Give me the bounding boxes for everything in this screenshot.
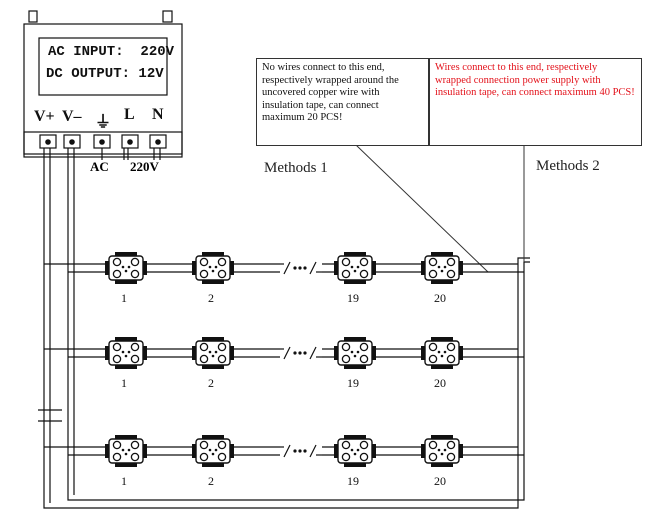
input-voltage-label: 220V xyxy=(130,159,159,174)
led-chip xyxy=(199,257,209,267)
led-chip xyxy=(112,440,122,450)
led-chip xyxy=(112,257,122,267)
row-3: 1 2 19 20 xyxy=(44,435,524,488)
led-module: 20 xyxy=(421,252,463,305)
led-chip xyxy=(130,354,140,364)
led-module: 19 xyxy=(334,252,376,305)
led-chip xyxy=(217,452,227,462)
led-chip xyxy=(217,440,227,450)
power-supply xyxy=(23,10,183,160)
terminal-ground: ⏚ xyxy=(95,114,112,131)
led-chip xyxy=(359,452,369,462)
method2-label: Methods 2 xyxy=(536,158,600,174)
led-chip xyxy=(428,257,438,267)
terminal-screws xyxy=(39,134,167,149)
led-chip xyxy=(199,342,209,352)
leader-lines xyxy=(355,144,525,273)
led-chip xyxy=(112,342,122,352)
led-chip xyxy=(199,440,209,450)
mount-tab-left xyxy=(28,10,38,23)
led-module: 2 xyxy=(192,337,234,390)
led-chip xyxy=(428,452,438,462)
led-chip xyxy=(341,257,351,267)
terminal-l: L xyxy=(124,106,135,123)
led-chip xyxy=(217,269,227,279)
led-chip xyxy=(341,342,351,352)
led-chip xyxy=(446,440,456,450)
led-chip xyxy=(341,269,351,279)
led-chip xyxy=(341,452,351,462)
led-chip xyxy=(130,342,140,352)
module-number: 19 xyxy=(347,291,359,305)
psu-input-label: AC INPUT: 220V xyxy=(48,44,175,60)
led-module: 2 xyxy=(192,252,234,305)
row-1: 1 2 19 20 xyxy=(44,252,524,305)
led-chip xyxy=(217,342,227,352)
led-chip xyxy=(341,354,351,364)
led-chip xyxy=(217,354,227,364)
led-chip xyxy=(446,342,456,352)
led-chip xyxy=(199,354,209,364)
led-chip xyxy=(130,452,140,462)
wire-break xyxy=(280,261,322,275)
module-number: 19 xyxy=(347,376,359,390)
led-module: 1 xyxy=(105,337,147,390)
led-chip xyxy=(446,257,456,267)
led-chip xyxy=(341,440,351,450)
module-number: 2 xyxy=(208,376,214,390)
module-number: 20 xyxy=(434,291,446,305)
module-number: 2 xyxy=(208,291,214,305)
ac-label: AC xyxy=(90,159,109,174)
module-number: 20 xyxy=(434,474,446,488)
led-chip xyxy=(199,269,209,279)
led-chip xyxy=(446,452,456,462)
led-chip xyxy=(359,257,369,267)
led-chip xyxy=(446,354,456,364)
dc-wires xyxy=(38,148,530,509)
led-chip xyxy=(359,440,369,450)
led-chip xyxy=(428,354,438,364)
method1-note: No wires connect to this end, respective… xyxy=(256,58,429,146)
module-number: 2 xyxy=(208,474,214,488)
led-chip xyxy=(359,269,369,279)
psu-output-label: DC OUTPUT: 12V xyxy=(46,66,164,82)
terminal-v-minus: V– xyxy=(62,108,82,125)
wire-break xyxy=(280,444,322,458)
led-chip xyxy=(428,269,438,279)
module-number: 19 xyxy=(347,474,359,488)
led-module: 20 xyxy=(421,435,463,488)
module-number: 1 xyxy=(121,291,127,305)
led-chip xyxy=(359,342,369,352)
led-chip xyxy=(428,342,438,352)
led-chip xyxy=(112,452,122,462)
led-chip xyxy=(217,257,227,267)
terminal-n: N xyxy=(152,106,164,123)
module-number: 1 xyxy=(121,474,127,488)
led-chip xyxy=(112,269,122,279)
led-chip xyxy=(199,452,209,462)
led-chip xyxy=(446,269,456,279)
method2-note: Wires connect to this end, respectively … xyxy=(429,58,642,146)
module-number: 1 xyxy=(121,376,127,390)
led-module: 1 xyxy=(105,252,147,305)
terminal-v-plus: V+ xyxy=(34,108,55,125)
row-2: 1 2 19 20 xyxy=(44,337,524,390)
led-chip xyxy=(130,440,140,450)
module-number: 20 xyxy=(434,376,446,390)
led-chip xyxy=(428,440,438,450)
led-module: 2 xyxy=(192,435,234,488)
led-module: 19 xyxy=(334,435,376,488)
led-chip xyxy=(359,354,369,364)
led-module: 19 xyxy=(334,337,376,390)
led-module: 20 xyxy=(421,337,463,390)
mount-tab-right xyxy=(162,10,173,23)
led-module: 1 xyxy=(105,435,147,488)
wire-break xyxy=(280,346,322,360)
led-chip xyxy=(112,354,122,364)
led-chip xyxy=(130,257,140,267)
led-chip xyxy=(130,269,140,279)
method1-label: Methods 1 xyxy=(264,160,328,176)
